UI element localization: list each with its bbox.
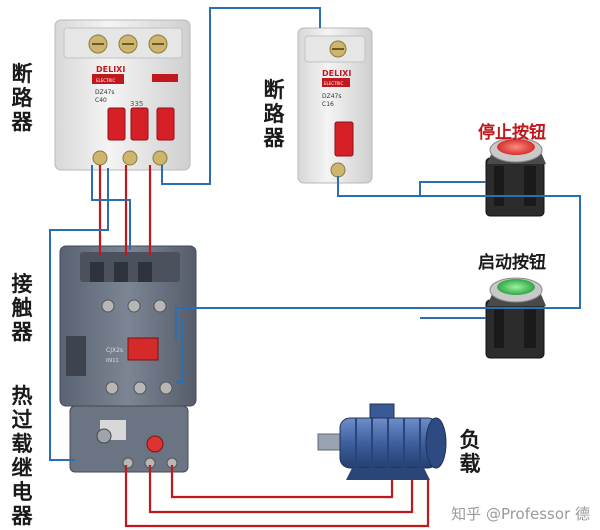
label-load: 负载: [459, 428, 481, 476]
terminal-screw-icon: [153, 299, 167, 313]
terminal-screw-icon: [105, 381, 119, 395]
contactor-model: CJX2s: [106, 347, 123, 354]
label-contactor: 接触器: [11, 272, 33, 344]
toggle-lever[interactable]: [107, 107, 126, 141]
breaker-brand: DELIXI: [96, 65, 125, 74]
terminal-screw-icon: [330, 162, 346, 178]
breaker-brand-sub: ELECTRIC: [324, 81, 343, 86]
watermark: 知乎 @Professor 德: [451, 505, 590, 523]
motor: [317, 403, 447, 480]
terminal-screw-icon: [159, 381, 173, 395]
terminal-screw-icon: [122, 457, 134, 469]
three-pole-breaker: DELIXI ELECTRIC DZ47s C40 335: [54, 19, 191, 171]
breaker-model: DZ47s: [95, 89, 115, 96]
terminal-screw-icon: [92, 150, 108, 166]
toggle-lever[interactable]: [130, 107, 149, 141]
label-breaker-1pole: 断路器: [263, 78, 285, 150]
single-pole-breaker: DELIXI ELECTRIC DZ47s C16: [297, 27, 373, 184]
terminal-screw-icon: [152, 150, 168, 166]
label-breaker-3pole: 断路器: [11, 62, 33, 134]
contactor: CJX2s 0911: [59, 245, 197, 407]
terminal-screw-icon: [127, 299, 141, 313]
breaker-brand: DELIXI: [322, 69, 351, 78]
start-button[interactable]: [485, 277, 546, 359]
label-start-button: 启动按钮: [478, 253, 546, 273]
phase-wires: [98, 165, 430, 528]
breaker-marks: 335: [130, 100, 143, 108]
breaker-rating: C40: [95, 97, 107, 104]
breaker-brand-sub: ELECTRIC: [96, 78, 115, 83]
terminal-screw-icon: [122, 150, 138, 166]
terminal-screw-icon: [101, 299, 115, 313]
reset-knob[interactable]: [146, 435, 164, 453]
label-thermal-relay: 热过载继电器: [11, 384, 33, 528]
toggle-lever[interactable]: [334, 121, 354, 157]
terminal-screw-icon: [133, 381, 147, 395]
contactor-code: 0911: [106, 358, 119, 364]
label-stop-button: 停止按钮: [478, 123, 546, 143]
stop-button[interactable]: [485, 137, 546, 217]
adjust-dial[interactable]: [96, 428, 112, 444]
start-button-cap-icon[interactable]: [497, 279, 535, 295]
breaker-model: DZ47s: [322, 93, 342, 100]
breaker-rating: C16: [322, 101, 334, 108]
toggle-lever[interactable]: [156, 107, 175, 141]
stop-button-cap-icon[interactable]: [497, 139, 535, 155]
control-wires: [49, 7, 581, 461]
thermal-overload-relay: [69, 405, 189, 473]
